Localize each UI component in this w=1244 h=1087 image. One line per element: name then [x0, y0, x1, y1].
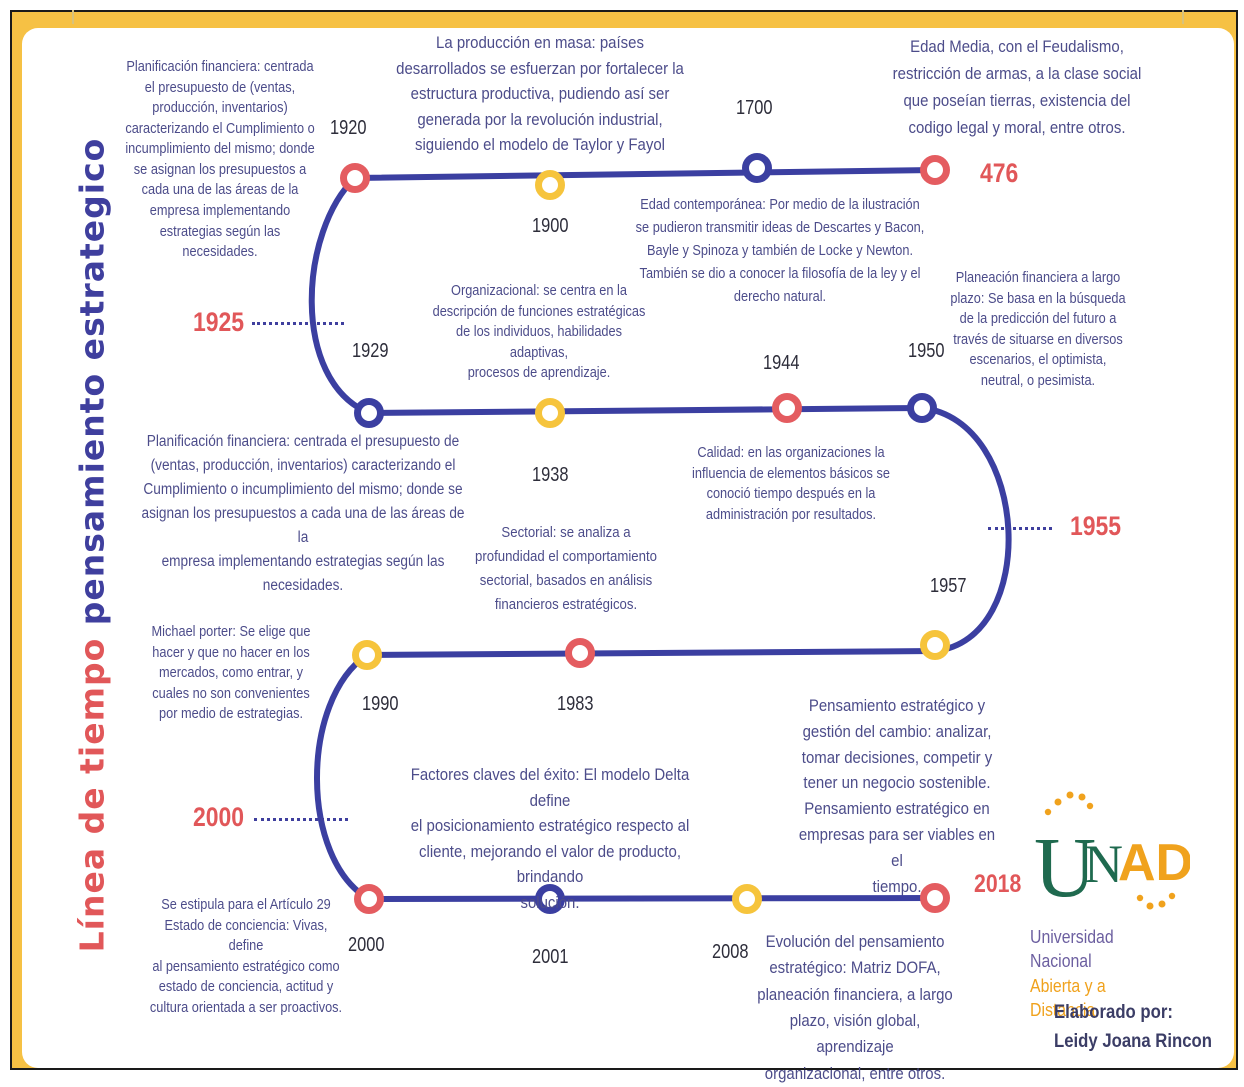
- node-1990: [352, 640, 382, 670]
- note-2001: Factores claves del éxito: El modelo Del…: [410, 765, 690, 912]
- logo-letter-u: U: [1034, 819, 1096, 915]
- node-476: [920, 155, 950, 185]
- note-1950: Planeación financiera a largo plazo: Se …: [950, 270, 1126, 389]
- top-highlight-rule: [72, 10, 1184, 24]
- year-476: 476: [980, 158, 1019, 188]
- timeline-row-2: [366, 405, 925, 416]
- logo-letters-ad: AD: [1118, 834, 1190, 892]
- timeline-row-1: [352, 167, 938, 181]
- logo-caption-line-2: Abierta y a Distancia: [1030, 975, 1106, 1020]
- node-1983: [565, 638, 595, 668]
- year-2000: 2000: [348, 934, 385, 956]
- node-1957: [920, 630, 950, 660]
- logo-caption: Universidad Nacional Abierta y a Distanc…: [1030, 925, 1171, 1022]
- year-1920: 1920: [330, 117, 367, 139]
- year-1700: 1700: [736, 97, 773, 119]
- year-2018: 2018: [974, 870, 1022, 898]
- unad-logo: U N AD: [1034, 791, 1190, 915]
- node-1929: [354, 398, 384, 428]
- title-part-1: Línea de tiempo: [72, 637, 112, 953]
- logo-caption-line-1: Universidad Nacional: [1030, 927, 1114, 972]
- year-1944: 1944: [763, 352, 800, 374]
- note-2018: Pensamiento estratégico y gestión del ca…: [798, 696, 996, 896]
- timeline-row-4: [366, 895, 938, 902]
- credit-label: Elaborado por:: [1054, 1002, 1173, 1023]
- year-1929: 1929: [352, 340, 389, 362]
- logo-letter-n: N: [1084, 834, 1123, 894]
- year-1990: 1990: [362, 693, 399, 715]
- note-1920: Planificación financiera: centrada el pr…: [125, 59, 315, 261]
- node-1700: [742, 153, 772, 183]
- node-1920: [340, 163, 370, 193]
- leader-1955: [988, 527, 1052, 530]
- year-2001: 2001: [532, 946, 569, 968]
- node-2000: [354, 884, 384, 914]
- year-1938: 1938: [532, 464, 569, 486]
- node-1950: [907, 393, 937, 423]
- node-2018: [920, 883, 950, 913]
- note-1929: Planificación financiera: centrada el pr…: [141, 433, 465, 595]
- timeline-curve-left-1: [308, 175, 372, 416]
- year-1983: 1983: [557, 693, 594, 715]
- credit-author: Leidy Joana Rincon: [1054, 1031, 1212, 1053]
- note-1938: Organizacional: se centra en la descripc…: [432, 283, 646, 382]
- node-1944: [772, 393, 802, 423]
- year-1950: 1950: [908, 340, 945, 362]
- year-1955: 1955: [1070, 511, 1122, 541]
- content-card: [22, 28, 1234, 1068]
- title-part-2: pensamiento estrategico: [72, 137, 112, 626]
- credit-block: Elaborado por: Leidy Joana Rincon: [1054, 998, 1212, 1057]
- node-2008: [732, 884, 762, 914]
- timeline-curve-left-2: [314, 652, 372, 902]
- year-1957: 1957: [930, 575, 967, 597]
- year-1925: 1925: [193, 307, 245, 337]
- note-1944: Calidad: en las organizaciones la influe…: [692, 445, 890, 523]
- node-2001: [535, 884, 565, 914]
- leader-2000: [254, 818, 348, 821]
- note-1700: Edad contemporánea: Por medio de la ilus…: [635, 197, 925, 305]
- note-2008: Evolución del pensamiento estratégico: M…: [757, 932, 953, 1083]
- diagram-title: Línea de tiempo pensamiento estrategico: [73, 138, 112, 953]
- node-1900: [535, 170, 565, 200]
- year-2008: 2008: [712, 941, 749, 963]
- note-1983: Sectorial: se analiza a profundidad el c…: [475, 524, 657, 613]
- note-476: Edad Media, con el Feudalismo, restricci…: [892, 37, 1142, 137]
- leader-1925: [252, 322, 344, 325]
- note-1900: La producción en masa: países desarrolla…: [396, 33, 684, 154]
- timeline-row-3: [364, 648, 938, 658]
- note-1990: Michael porter: Se elige que hacer y que…: [151, 624, 311, 723]
- year-2000-marker: 2000: [193, 802, 245, 832]
- node-1938: [535, 398, 565, 428]
- note-2000: Se estipula para el Artículo 29 Estado d…: [149, 897, 343, 1016]
- year-1900: 1900: [532, 215, 569, 237]
